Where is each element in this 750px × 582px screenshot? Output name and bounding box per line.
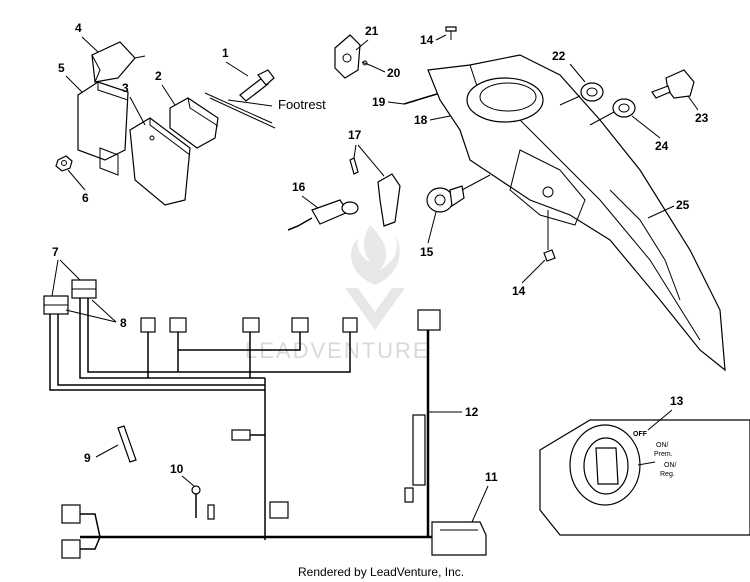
part-13-switch-detail [539,419,750,536]
part-6-nut [55,155,73,172]
callout-9: 9 [84,451,91,465]
callout-3: 3 [122,81,129,95]
callout-17: 17 [348,128,362,142]
callout-19: 19 [372,95,386,109]
part-11-connector [431,521,487,556]
part-9-tie-strap [117,425,137,463]
part-16-sensor [287,199,359,231]
harness-mid-connector [231,429,265,441]
switch-label-on-reg: ON/ [664,462,677,469]
callout-21: 21 [365,24,379,38]
part-2-spacer [169,97,219,149]
part-5-control-module [77,81,129,176]
part-14-screw-bottom [543,249,556,262]
callout-11: 11 [485,470,498,484]
callout-16: 16 [292,180,306,194]
part-3-bracket [129,117,191,206]
callout-18: 18 [414,113,428,127]
callout-8: 8 [120,316,127,330]
part-10-ring-terminal [191,485,215,520]
callout-4: 4 [75,21,82,35]
harness-upper-bundle [49,298,351,540]
part-25-console-panel [427,54,726,372]
part-23-key [651,69,695,99]
part-7-connectors [43,279,97,315]
callout-10: 10 [170,462,184,476]
part-22-grommet [580,82,604,102]
switch-label-reg: Reg. [660,471,675,478]
harness-lower-main [61,501,440,559]
callout-23: 23 [695,111,709,125]
part-21-clip [334,34,361,79]
callout-12: 12 [465,405,479,419]
part-12-harness-lead [404,309,441,537]
callout-13: 13 [670,394,684,408]
callout-14-top: 14 [420,33,434,47]
callout-20: 20 [387,66,401,80]
part-20-pin [361,60,373,67]
part-4-pad [91,41,146,83]
callout-25: 25 [676,198,690,212]
callout-14-bottom: 14 [512,284,526,298]
part-17-pin-and-clip [349,157,401,227]
footrest-label: Footrest [278,97,326,112]
callout-7: 7 [52,245,59,259]
footrest-leader [227,99,273,107]
switch-label-on-prem: ON/ [656,442,669,449]
footer-credit: Rendered by LeadVenture, Inc. [298,565,464,579]
callout-15: 15 [420,245,434,259]
switch-label-prem: Prem. [654,451,673,458]
switch-label-off: OFF [633,431,648,438]
part-24-nut [612,98,636,118]
watermark-logo [345,225,405,330]
callout-2: 2 [155,69,162,83]
part-15-ignition-switch [426,185,465,213]
callout-5: 5 [58,61,65,75]
part-1-bolt [204,69,276,129]
callout-1: 1 [222,46,229,60]
harness-upper-connectors [140,317,358,333]
callout-24: 24 [655,139,669,153]
part-14-screw-top [445,26,457,40]
callout-6: 6 [82,191,89,205]
callout-22: 22 [552,49,566,63]
